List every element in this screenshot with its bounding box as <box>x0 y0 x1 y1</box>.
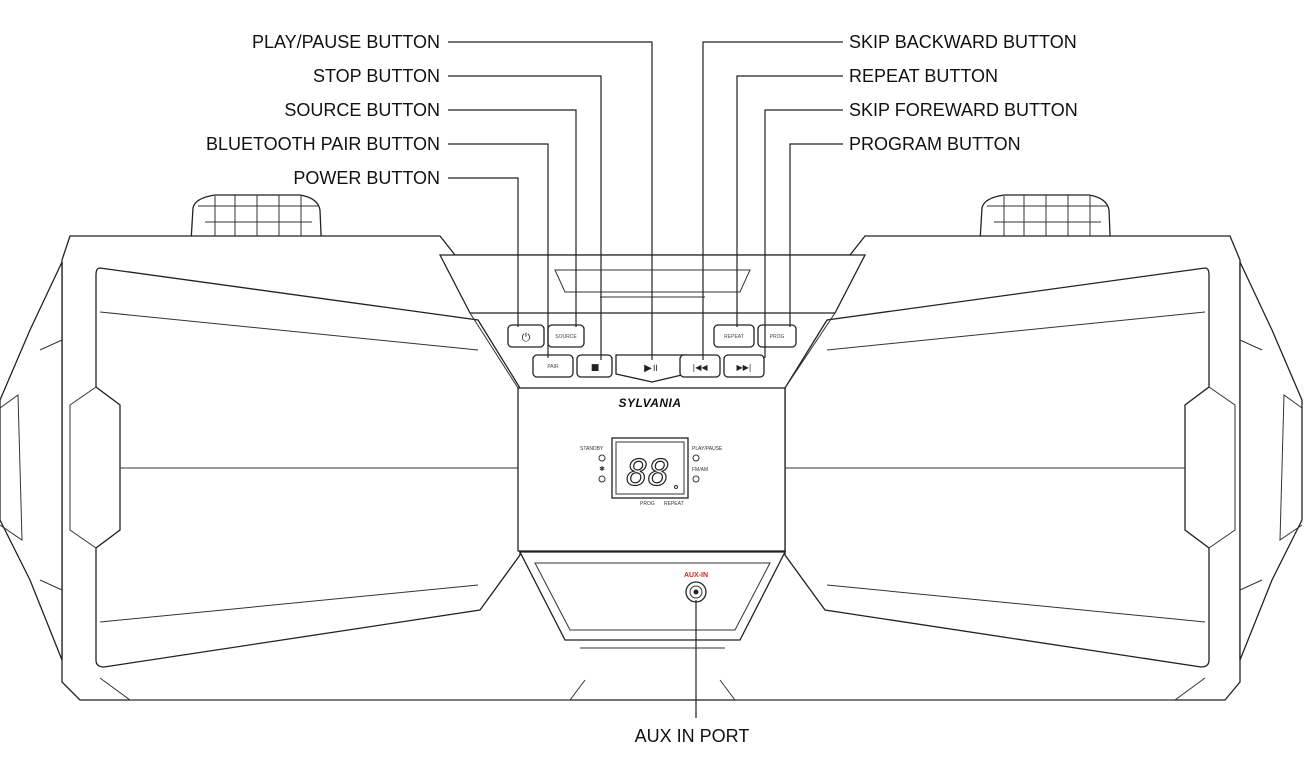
brand-logo: SYLVANIA <box>618 396 681 410</box>
skip-fwd-icon: ▶▶| <box>737 363 752 372</box>
prog-indicator-label: PROG <box>640 501 655 507</box>
repeat-button-label: REPEAT <box>724 334 744 340</box>
callout-source: SOURCE BUTTON <box>284 100 440 120</box>
callout-play-pause: PLAY/PAUSE BUTTON <box>252 32 440 52</box>
repeat-indicator-label: REPEAT <box>664 501 684 507</box>
callout-aux-in-port: AUX IN PORT <box>635 726 750 746</box>
play-led <box>692 454 700 462</box>
skip-backward-button[interactable]: |◀◀ <box>679 354 721 378</box>
prog-button-label: PROG <box>770 334 785 340</box>
led-display: 88 <box>626 453 669 494</box>
callout-skip-forward: SKIP FOREWARD BUTTON <box>849 100 1078 120</box>
display-area: SYLVANIA 88 STANDBY ✱ PLAY/PAUSE FM/AM P… <box>580 396 723 507</box>
play-pause-icon: ▶॥ <box>644 363 658 374</box>
stop-icon: ■ <box>591 363 600 373</box>
source-button[interactable]: SOURCE <box>547 324 585 348</box>
power-icon: ⏻ <box>522 331 531 344</box>
callout-bt-pair: BLUETOOTH PAIR BUTTON <box>206 134 440 154</box>
standby-led <box>598 454 606 462</box>
pair-button-label: PAIR <box>547 364 559 370</box>
callout-stop: STOP BUTTON <box>313 66 440 86</box>
bluetooth-icon: ✱ <box>599 465 605 473</box>
leader-lines <box>448 41 843 718</box>
play-pause-button[interactable]: ▶॥ <box>615 354 687 383</box>
bluetooth-pair-button[interactable]: PAIR <box>532 354 574 378</box>
program-button[interactable]: PROG <box>757 324 797 348</box>
aux-in-label: AUX-IN <box>684 572 708 579</box>
repeat-button[interactable]: REPEAT <box>713 324 755 348</box>
callout-program: PROGRAM BUTTON <box>849 134 1021 154</box>
control-buttons: ⏻ SOURCE PAIR ■ ▶॥ |◀◀ ▶▶| REPEAT <box>507 324 797 383</box>
aux-in-port[interactable]: AUX-IN <box>684 572 708 603</box>
skip-forward-button[interactable]: ▶▶| <box>723 354 765 378</box>
source-button-label: SOURCE <box>555 334 577 340</box>
power-button[interactable]: ⏻ <box>507 324 545 348</box>
bluetooth-led <box>598 475 606 483</box>
fm-led <box>692 475 700 483</box>
callout-power: POWER BUTTON <box>293 168 440 188</box>
callout-repeat: REPEAT BUTTON <box>849 66 998 86</box>
callout-labels: PLAY/PAUSE BUTTON STOP BUTTON SOURCE BUT… <box>206 32 1078 746</box>
fm-indicator-label: FM/AM <box>692 467 708 473</box>
standby-indicator-label: STANDBY <box>580 446 604 452</box>
stop-button[interactable]: ■ <box>576 354 613 378</box>
play-pause-indicator-label: PLAY/PAUSE <box>692 446 723 452</box>
skip-back-icon: |◀◀ <box>693 363 709 372</box>
callout-skip-backward: SKIP BACKWARD BUTTON <box>849 32 1077 52</box>
